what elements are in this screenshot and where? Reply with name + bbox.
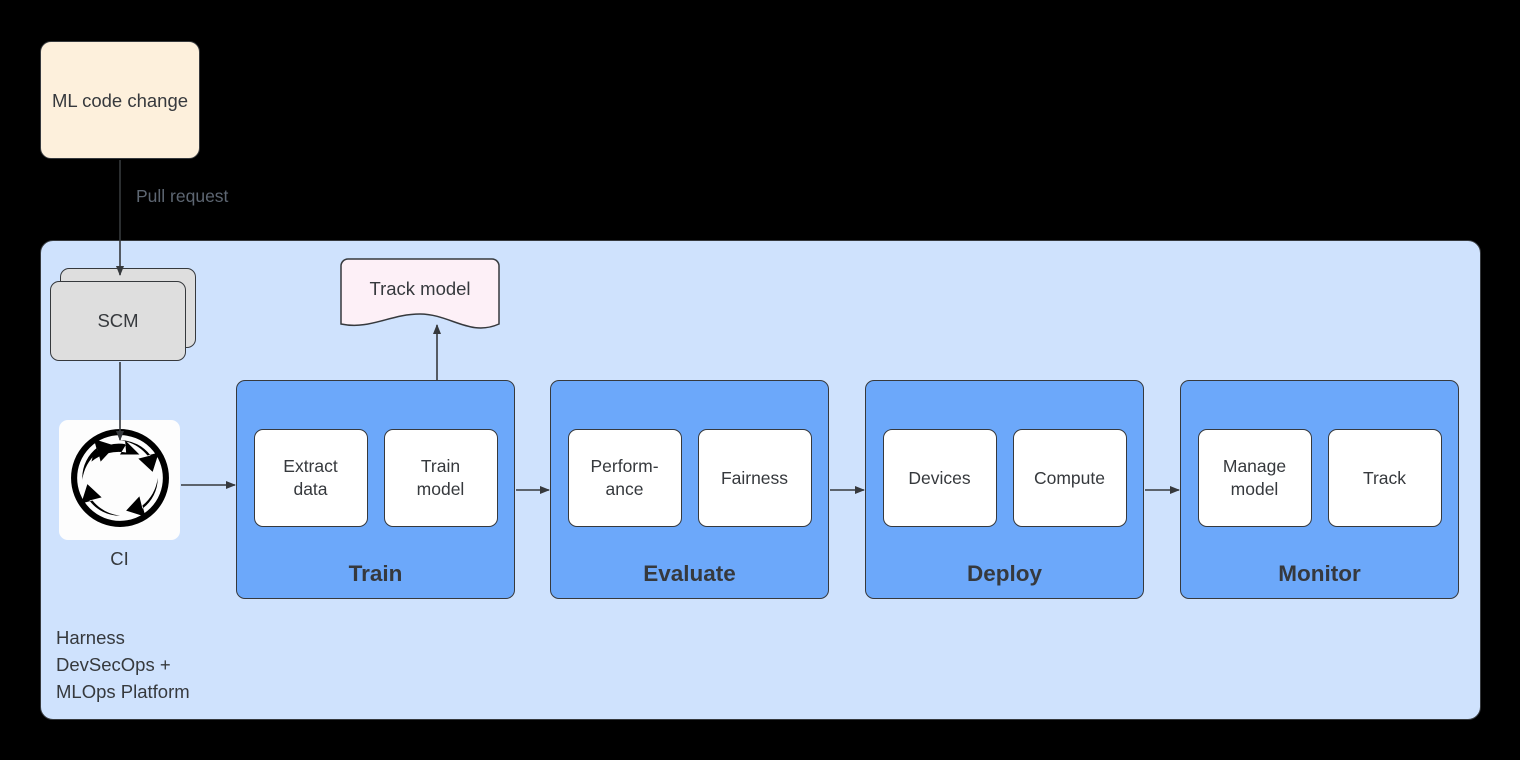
step-extract-data[interactable]: Extract data bbox=[253, 429, 368, 527]
scm-front-layer: SCM bbox=[50, 281, 186, 361]
step-compute-label: Compute bbox=[1033, 467, 1105, 488]
stage-evaluate-steps: Perform- ance Fairness bbox=[551, 429, 828, 527]
platform-label: Harness DevSecOps + MLOps Platform bbox=[56, 627, 190, 702]
step-track-label: Track bbox=[1362, 467, 1407, 488]
node-ml-code-change-label: ML code change bbox=[51, 89, 189, 111]
edge-label-pull-request: Pull request bbox=[136, 186, 229, 206]
stage-train-title: Train bbox=[348, 561, 403, 586]
stage-evaluate-title: Evaluate bbox=[643, 561, 736, 586]
stage-monitor-steps: Manage model Track bbox=[1181, 429, 1458, 527]
node-track-model-label: Track model bbox=[369, 278, 471, 299]
node-ml-code-change[interactable]: ML code change bbox=[40, 41, 200, 159]
step-train-model[interactable]: Train model bbox=[383, 429, 498, 527]
stage-deploy-steps: Devices Compute bbox=[866, 429, 1143, 527]
node-scm-label: SCM bbox=[97, 310, 139, 331]
node-scm[interactable]: SCM bbox=[50, 268, 196, 361]
step-compute[interactable]: Compute bbox=[1012, 429, 1127, 527]
node-ci-label: CI bbox=[110, 548, 129, 569]
step-manage-model-label: Manage model bbox=[1222, 456, 1287, 499]
node-track-model[interactable]: Track model bbox=[340, 258, 500, 333]
step-fairness[interactable]: Fairness bbox=[697, 429, 812, 527]
stage-monitor-title: Monitor bbox=[1278, 561, 1361, 586]
step-track[interactable]: Track bbox=[1327, 429, 1442, 527]
step-performance[interactable]: Perform- ance bbox=[567, 429, 682, 527]
step-devices-label: Devices bbox=[908, 467, 971, 488]
step-train-model-label: Train model bbox=[416, 456, 465, 499]
stage-train[interactable]: Extract data Train model Train bbox=[236, 380, 515, 599]
step-performance-label: Perform- ance bbox=[590, 456, 659, 499]
stage-deploy-title: Deploy bbox=[966, 561, 1042, 586]
stage-monitor[interactable]: Manage model Track Monitor bbox=[1180, 380, 1459, 599]
stage-evaluate[interactable]: Perform- ance Fairness Evaluate bbox=[550, 380, 829, 599]
stage-deploy[interactable]: Devices Compute Deploy bbox=[865, 380, 1144, 599]
stage-train-steps: Extract data Train model bbox=[237, 429, 514, 527]
continuous-integration-icon bbox=[69, 427, 171, 534]
node-ci[interactable] bbox=[59, 420, 180, 540]
step-manage-model[interactable]: Manage model bbox=[1197, 429, 1312, 527]
step-extract-data-label: Extract data bbox=[283, 456, 338, 499]
step-devices[interactable]: Devices bbox=[882, 429, 997, 527]
step-fairness-label: Fairness bbox=[720, 467, 789, 488]
